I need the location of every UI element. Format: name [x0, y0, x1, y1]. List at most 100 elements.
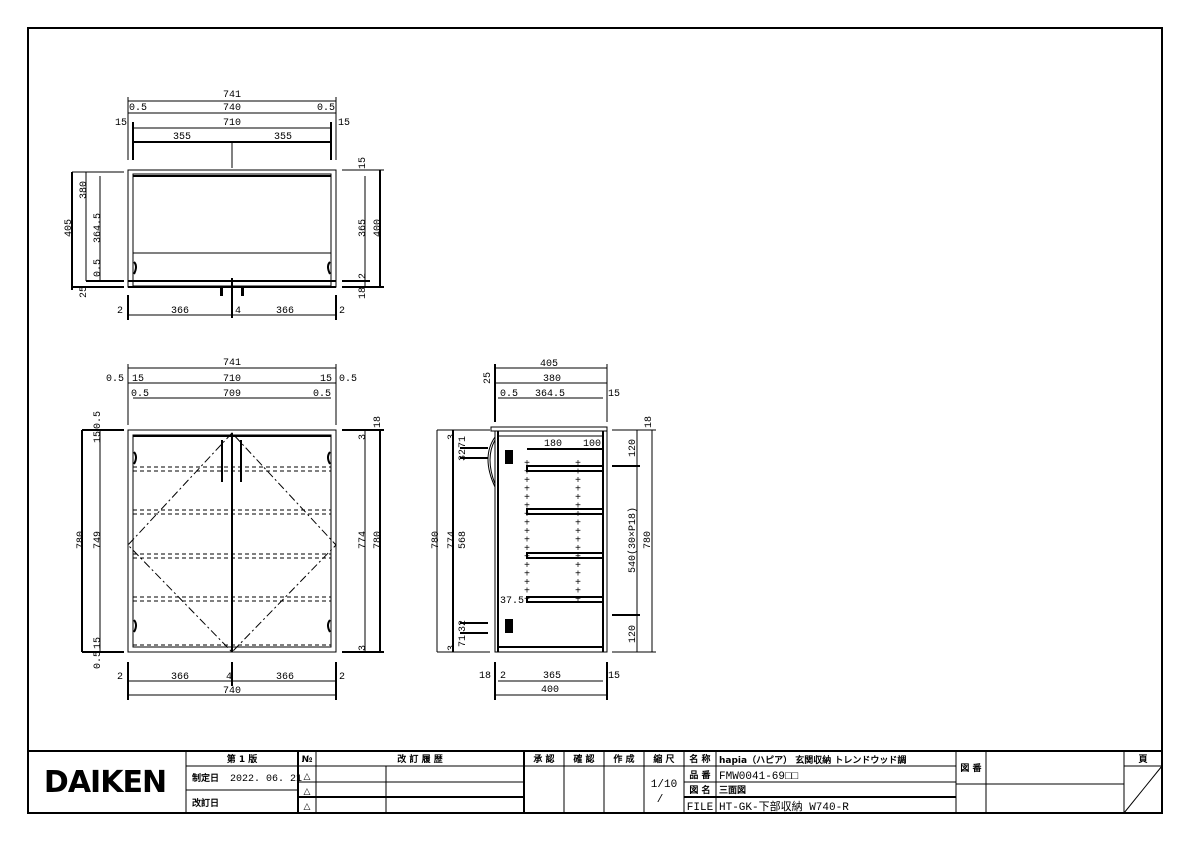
established-date: 2022. 06. 21: [230, 774, 302, 785]
side-view-dimension: 25: [483, 372, 494, 384]
side-view-dimension: 364.5: [535, 389, 565, 400]
name-label: 名 称: [689, 753, 710, 765]
shelf-pin-hole-mark: +: [575, 485, 581, 496]
shelf-pin-hole-mark: +: [575, 570, 581, 581]
top-view-dimension: 364.5: [93, 213, 104, 243]
top-view-dimension: 355: [274, 132, 292, 143]
top-view-dimension: 366: [276, 306, 294, 317]
shelf-pin-hole-mark: +: [575, 459, 581, 470]
top-view-dimension: 25: [79, 286, 90, 298]
top-view-dimension: 366: [171, 306, 189, 317]
shelf-pin-hole-mark: +: [575, 476, 581, 487]
created-label: 作 成: [613, 753, 634, 765]
front-view-dimension: 15: [132, 374, 144, 385]
edition-label: 第 1 版: [227, 753, 258, 765]
side-view-dimension: 780: [431, 531, 442, 549]
top-view-dimension: 405: [64, 219, 75, 237]
front-view-dimension: 710: [223, 374, 241, 385]
top-view-dimension: 4: [235, 306, 241, 317]
side-view-dimension: 774: [447, 531, 458, 549]
side-view-dimension: 18: [479, 671, 491, 682]
front-view-dimension: 780: [76, 531, 87, 549]
top-view: [71, 97, 384, 320]
front-view-dimension: 0.5: [93, 651, 104, 669]
front-view-dimension: 0.5: [131, 389, 149, 400]
front-view-dimension: 741: [223, 358, 241, 369]
shelf-pin-hole-mark: +: [575, 595, 581, 606]
front-view-dimension: 2: [339, 672, 345, 683]
file-name: HT-GK-下部収納 W740-R: [719, 799, 849, 814]
side-view-dimension: 100: [583, 439, 601, 450]
top-view-dimension: 15: [115, 118, 127, 129]
shelf-pin-hole-mark: +: [575, 553, 581, 564]
shelf-pin-hole-mark: +: [524, 459, 530, 470]
page-slash: [1123, 765, 1163, 814]
approved-label: 承 認: [533, 753, 554, 765]
established-label: 制定日: [192, 772, 219, 784]
front-view-dimension: 15: [320, 374, 332, 385]
shelf-pin-hole-mark: +: [575, 587, 581, 598]
front-view-dimension: 740: [223, 686, 241, 697]
no-label: №: [302, 755, 313, 765]
drawing-no-label: 図 番: [960, 762, 982, 774]
front-view-dimension: 0.5: [313, 389, 331, 400]
side-view-dimension: 540(30×P18): [627, 507, 639, 573]
scale-value-2: /: [657, 794, 664, 806]
side-view-dimension: 2: [500, 671, 506, 682]
front-view-dimension: 2: [117, 672, 123, 683]
shelf-pin-hole-mark: +: [575, 536, 581, 547]
shelf-pin-hole-mark: +: [524, 570, 530, 581]
checked-label: 確 認: [573, 753, 594, 765]
rev-mark-2: △: [304, 787, 311, 797]
front-view-dimension: 3: [358, 434, 369, 440]
side-view-dimension: 400: [541, 685, 559, 696]
shelf-pin-hole-mark: +: [575, 493, 581, 504]
shelf-pin-hole-mark: +: [575, 578, 581, 589]
side-view-dimension: 3: [447, 645, 458, 651]
shelf-pin-hole-mark: +: [524, 476, 530, 487]
front-view-dimension: 18: [373, 416, 384, 428]
side-view-dimension: 180: [544, 439, 562, 450]
rev-mark-3: △: [304, 802, 311, 812]
side-view-dimension: 780: [643, 531, 654, 549]
side-view-dimension: 365: [543, 671, 561, 682]
shelf-pin-hole-mark: +: [524, 595, 530, 606]
side-view-dimension: 32: [458, 620, 469, 632]
shelf-pin-hole-mark: +: [524, 527, 530, 538]
file-label: FILE: [687, 802, 714, 814]
scale-value: 1/10: [651, 779, 677, 791]
side-view-dimension: 0.5: [500, 389, 518, 400]
front-view-dimension: 366: [276, 672, 294, 683]
product-no-label: 品 番: [689, 769, 711, 781]
top-view-dimension: 741: [223, 90, 241, 101]
shelf-pin-hole-mark: +: [575, 502, 581, 513]
top-view-dimension: 15: [358, 157, 369, 169]
shelf-pin-hole-mark: +: [524, 553, 530, 564]
shelf-pin-hole-mark: +: [575, 561, 581, 572]
shelf-pin-hole-mark: +: [524, 578, 530, 589]
side-view-dimension: 568: [458, 531, 469, 549]
top-view-dimension: 2: [358, 273, 369, 279]
shelf-pin-hole-mark: +: [524, 468, 530, 479]
front-view: [81, 364, 384, 700]
side-view-dimension: 405: [540, 359, 558, 370]
shelf-pin-hole-mark: +: [524, 493, 530, 504]
side-view-dimension: 37.5: [500, 596, 524, 607]
side-view-dimension: 3: [447, 434, 458, 440]
shelf-pin-hole-mark: +: [575, 519, 581, 530]
shelf-pin-hole-mark: +: [524, 561, 530, 572]
shelf-pin-hole-mark: +: [524, 502, 530, 513]
front-view-dimension: 366: [171, 672, 189, 683]
drawing-name-label: 図 名: [689, 784, 710, 796]
top-view-dimension: 15: [338, 118, 350, 129]
shelf-pin-hole-mark: +: [524, 519, 530, 530]
side-view-dimension: 18: [644, 416, 655, 428]
top-view-dimension: 400: [373, 219, 384, 237]
product-name: hapia（ハピア） 玄関収納 トレンドウッド調: [719, 754, 906, 766]
title-block: DAIKEN 第 1 版 № 改 訂 履 歴 承 認 確 認 作 成 縮 尺 制…: [28, 750, 1163, 814]
side-view-dimension: 15: [608, 671, 620, 682]
shelf-pin-hole-mark: +: [575, 468, 581, 479]
top-view-dimension: 740: [223, 103, 241, 114]
sheet-border: [27, 27, 1163, 814]
